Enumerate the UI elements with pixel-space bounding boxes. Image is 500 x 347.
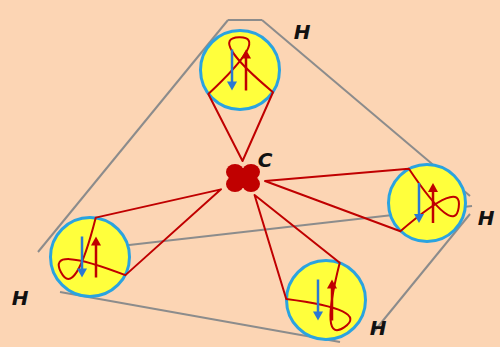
node-shape <box>387 163 467 243</box>
hydrogen-orbital: H <box>49 216 131 298</box>
carbon-atom: C <box>221 161 265 195</box>
node-shape <box>199 29 281 111</box>
orbital-circle <box>389 165 466 242</box>
tetrahedron-edges <box>38 20 472 342</box>
node-shape <box>49 216 131 298</box>
hydrogen-orbital: H <box>387 163 467 243</box>
hydrogen-orbital: H <box>285 259 367 341</box>
orbital-circle <box>201 31 280 110</box>
carbon-core <box>231 168 255 188</box>
hydrogen-orbital: H <box>199 29 281 111</box>
atom-label: H <box>478 208 495 228</box>
atom-label: H <box>294 22 311 42</box>
atom-label: H <box>12 288 29 308</box>
node-shape <box>285 259 367 341</box>
orbital-circle <box>287 261 366 340</box>
tetra-edge <box>228 19 262 21</box>
tetra-edge <box>38 20 228 252</box>
carbon-label: C <box>258 150 273 170</box>
orbital-circle <box>51 218 130 297</box>
atom-label: H <box>370 318 387 338</box>
